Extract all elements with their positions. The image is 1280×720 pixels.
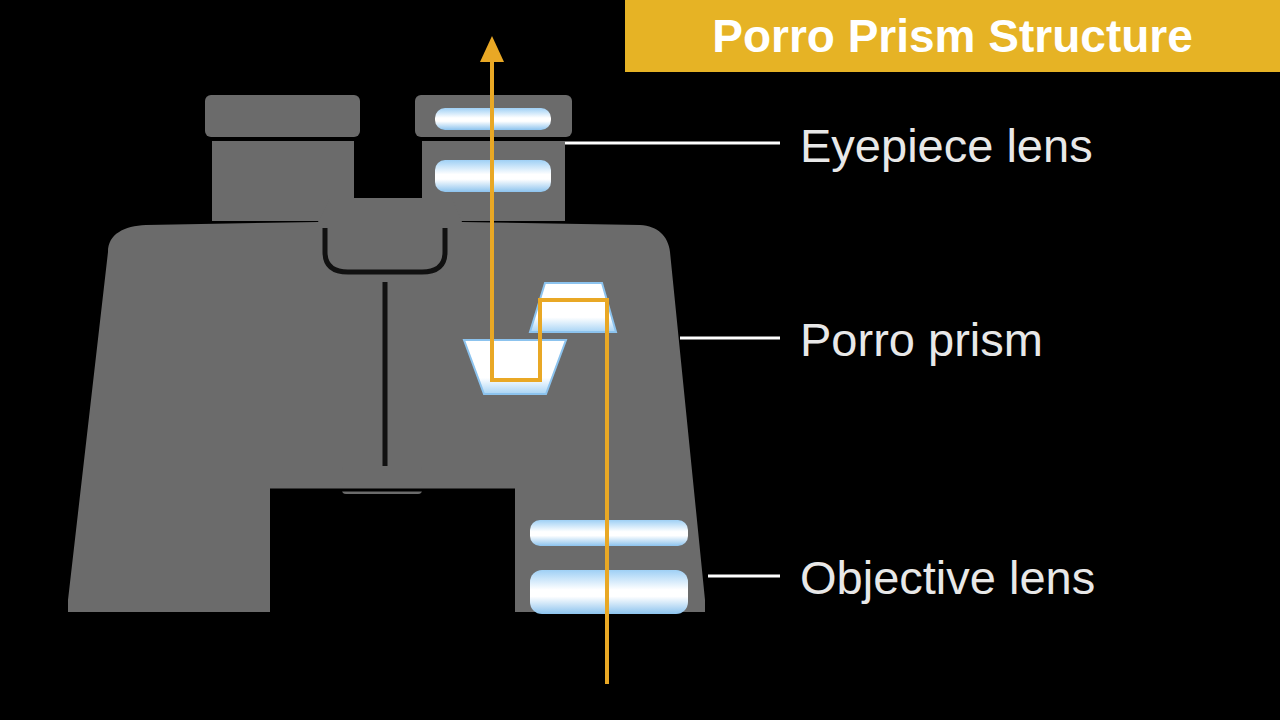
eyepiece-cap bbox=[205, 95, 360, 137]
binocular-body bbox=[68, 198, 705, 612]
porro-prism bbox=[530, 283, 616, 332]
title-banner: Porro Prism Structure bbox=[625, 0, 1280, 72]
body-notch bbox=[270, 489, 515, 492]
leader-line bbox=[708, 575, 780, 578]
bridge-detail bbox=[325, 228, 445, 272]
leader-line bbox=[680, 337, 780, 340]
part-label: Porro prism bbox=[800, 312, 1043, 368]
part-label: Objective lens bbox=[800, 550, 1095, 606]
hinge-line bbox=[383, 282, 388, 468]
porro-prism bbox=[464, 340, 566, 394]
leader-line bbox=[565, 142, 780, 145]
part-label: Eyepiece lens bbox=[800, 118, 1093, 174]
light-path bbox=[492, 58, 607, 684]
light-arrowhead bbox=[480, 36, 504, 62]
